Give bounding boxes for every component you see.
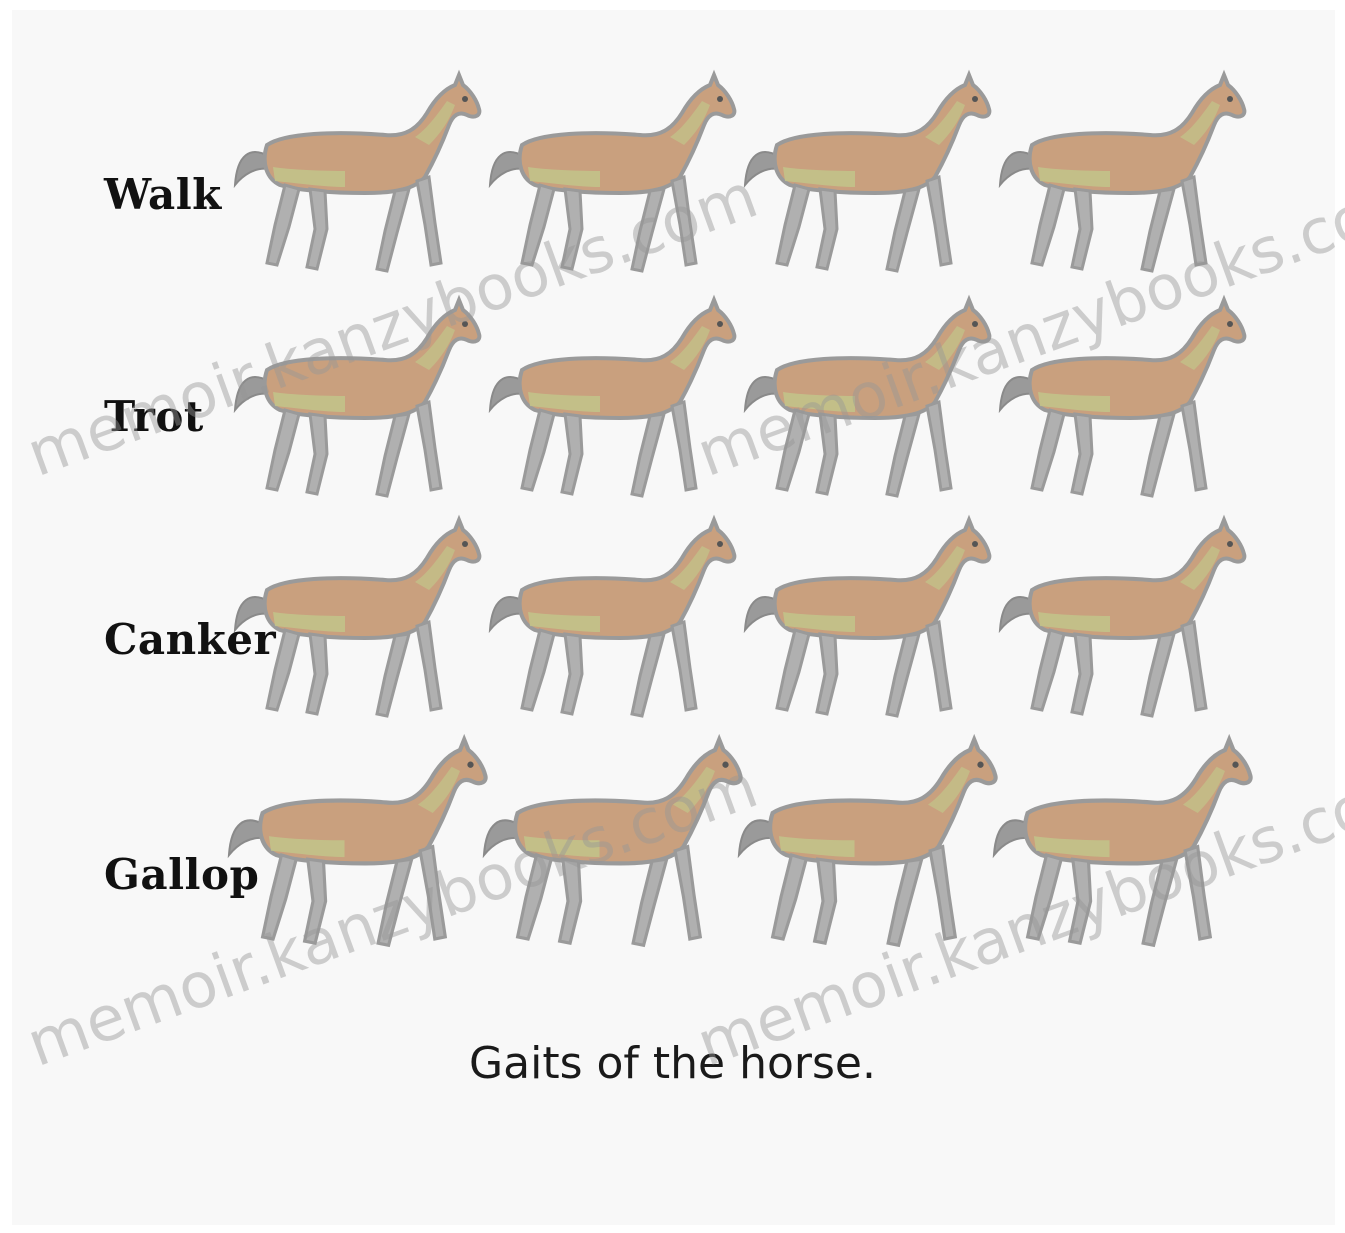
horse-frame-canker-2 [490, 520, 734, 716]
gait-label-gallop: Gallop [104, 850, 259, 899]
horse-frame-trot-3 [745, 300, 989, 496]
gait-label-canker: Canker [104, 615, 276, 664]
horse-frame-gallop-2 [484, 740, 741, 946]
horse-frame-walk-1 [235, 75, 479, 271]
horse-frame-walk-4 [1000, 75, 1244, 271]
horse-frame-canker-3 [745, 520, 989, 716]
horse-frame-walk-2 [490, 75, 734, 271]
gait-label-trot: Trot [104, 392, 204, 441]
horse-frame-trot-2 [490, 300, 734, 496]
horse-frame-walk-3 [745, 75, 989, 271]
horse-frames [229, 75, 1251, 945]
horse-frame-trot-1 [235, 300, 479, 496]
horse-frame-canker-4 [1000, 520, 1244, 716]
horse-frame-gallop-1 [229, 740, 486, 946]
horse-frame-gallop-3 [739, 740, 996, 946]
horse-frame-trot-4 [1000, 300, 1244, 496]
gait-label-walk: Walk [104, 170, 222, 219]
horse-frame-gallop-4 [994, 740, 1251, 946]
figure-caption: Gaits of the horse. [0, 1038, 1345, 1089]
